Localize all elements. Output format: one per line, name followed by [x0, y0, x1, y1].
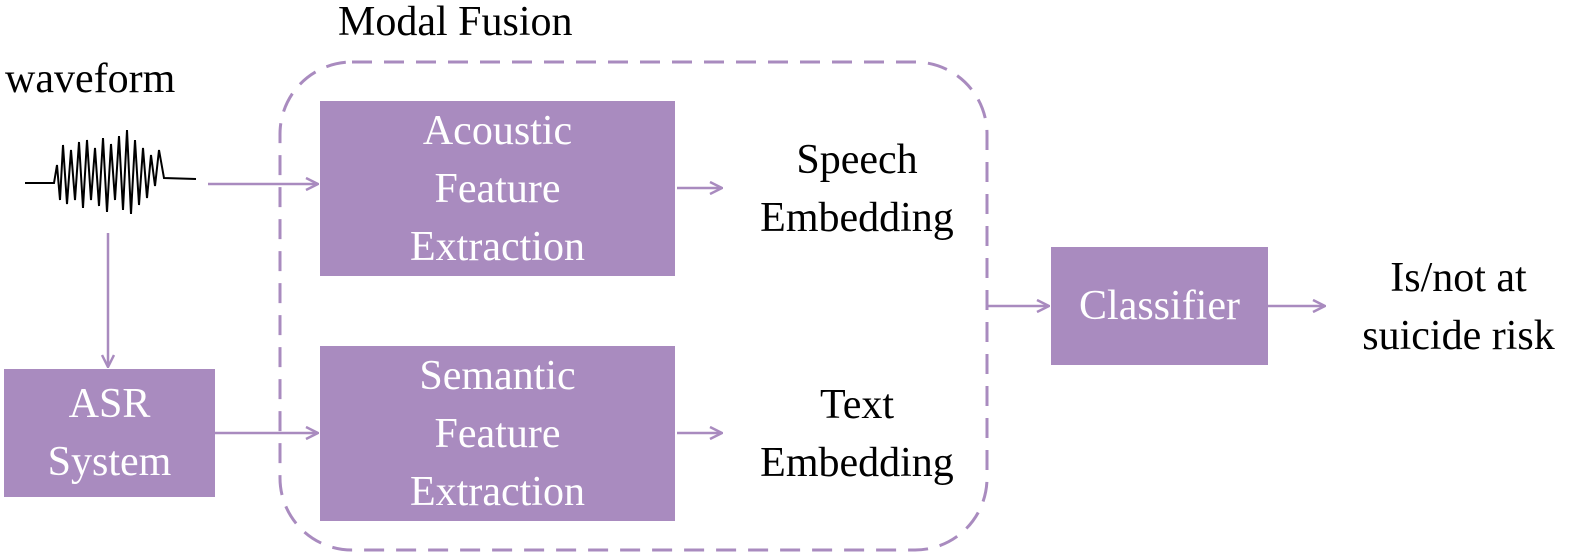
node-line: System: [47, 439, 172, 485]
text-embedding-label: Text Embedding: [742, 376, 972, 492]
waveform-label-text: waveform: [5, 56, 176, 102]
asr-system-node: ASR System: [4, 369, 215, 497]
modal-fusion-title-text: Modal Fusion: [338, 0, 573, 45]
modal-fusion-title: Modal Fusion: [338, 0, 573, 51]
node-line: Feature: [434, 165, 561, 212]
semantic-feature-extraction-node: Semantic Feature Extraction: [320, 346, 675, 521]
label-line: Speech: [796, 137, 918, 183]
acoustic-feature-extraction-node: Acoustic Feature Extraction: [320, 101, 675, 276]
node-line: Classifier: [1079, 283, 1240, 329]
suicide-risk-output-label: Is/not at suicide risk: [1340, 249, 1577, 365]
node-line: ASR: [68, 381, 151, 427]
label-line: Embedding: [760, 440, 954, 486]
node-line: Feature: [434, 410, 561, 457]
node-line: Extraction: [410, 223, 585, 270]
label-line: Text: [819, 382, 895, 428]
waveform-label: waveform: [5, 50, 175, 108]
node-line: Acoustic: [422, 107, 573, 154]
waveform-icon: [25, 129, 197, 215]
speech-embedding-label: Speech Embedding: [742, 131, 972, 247]
label-line: suicide risk: [1362, 313, 1555, 359]
node-line: Semantic: [419, 352, 576, 399]
node-line: Extraction: [410, 468, 585, 515]
label-line: Embedding: [760, 195, 954, 241]
label-line: Is/not at: [1390, 255, 1527, 301]
classifier-node: Classifier: [1051, 247, 1268, 365]
